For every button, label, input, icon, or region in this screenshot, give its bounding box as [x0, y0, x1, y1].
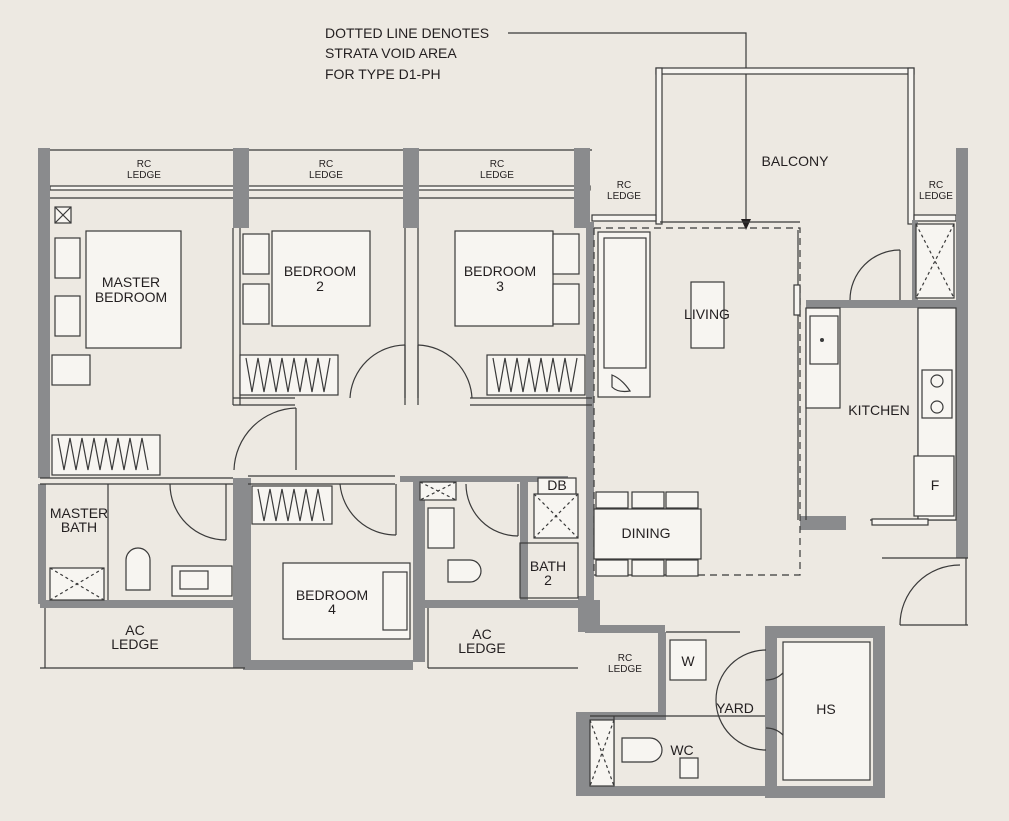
fridge-icon	[913, 455, 955, 517]
bath2-label-2: 2	[544, 572, 552, 588]
note-leader-line	[508, 32, 747, 223]
dining-label: DINING	[622, 525, 671, 541]
rc-ledge-label-2b: LEDGE	[309, 170, 343, 181]
bedroom4-label-2: 4	[328, 601, 336, 617]
wc-shower-icon	[589, 719, 615, 787]
wc-label: WC	[670, 742, 693, 758]
ac-ledge-label-1b: LEDGE	[111, 636, 158, 652]
rc-ledge-label-1b: LEDGE	[127, 170, 161, 181]
wc-toilet-icon	[621, 737, 663, 763]
door-bath2-icon	[465, 483, 519, 537]
door-main-icon	[899, 564, 961, 626]
note-line-3: FOR TYPE D1-PH	[325, 66, 441, 82]
walls	[38, 148, 968, 798]
bath2-label-1: BATH	[530, 558, 566, 574]
strata-void-note: DOTTED LINE DENOTES STRATA VOID AREA FOR…	[325, 25, 751, 230]
master-bath-label-2: BATH	[61, 519, 97, 535]
db-box	[537, 477, 577, 495]
balcony-label: BALCONY	[762, 153, 830, 169]
tv-icon	[793, 284, 801, 316]
rc-ledge-label-6b: LEDGE	[608, 664, 642, 675]
wc-basin-icon	[679, 757, 699, 779]
door-yard-icon	[715, 649, 767, 701]
balcony-area	[655, 67, 915, 225]
ac-ledge-label-1a: AC	[125, 622, 144, 638]
bedroom3-label-2: 3	[496, 278, 504, 294]
bath2-vanity-icon	[427, 507, 455, 549]
rc-ledge-label-2a: RC	[319, 159, 333, 170]
bath2-toilet-icon	[447, 559, 482, 583]
door-master-bath-icon	[169, 483, 227, 541]
bedroom4-label-1: BEDROOM	[296, 587, 368, 603]
room-labels: MASTER BEDROOM BEDROOM 2 BEDROOM 3 BEDRO…	[50, 153, 939, 758]
hs-label: HS	[816, 701, 835, 717]
door-master-icon	[233, 407, 297, 471]
yard-label: YARD	[716, 700, 754, 716]
master-bath-label-1: MASTER	[50, 505, 108, 521]
master-toilet-icon	[125, 547, 151, 591]
rc-ledge-label-3a: RC	[490, 159, 504, 170]
rc-ledge-label-3b: LEDGE	[480, 170, 514, 181]
rc-ledge-label-5a: RC	[929, 180, 943, 191]
rc-ledge-label-5b: LEDGE	[919, 191, 953, 202]
ac-ledge-label-2b: LEDGE	[458, 640, 505, 656]
rc-ledge-label-4b: LEDGE	[607, 191, 641, 202]
door-bedroom4-icon	[339, 483, 397, 536]
washer-box	[669, 639, 707, 681]
bedroom2-label-1: BEDROOM	[284, 263, 356, 279]
rc-ledge-label-1a: RC	[137, 159, 151, 170]
db-label: DB	[547, 477, 566, 493]
dining-table-icon	[593, 508, 702, 560]
master-bed-icon	[85, 230, 182, 349]
note-line-1: DOTTED LINE DENOTES	[325, 25, 489, 41]
rc-ledge-label-4a: RC	[617, 180, 631, 191]
bedroom2-label-2: 2	[316, 278, 324, 294]
fridge-label: F	[931, 477, 940, 493]
hs-room-box	[782, 641, 871, 781]
furniture	[49, 206, 957, 787]
bedroom3-label-1: BEDROOM	[464, 263, 536, 279]
door-bedroom2-icon	[349, 344, 406, 399]
master-wardrobe-icon	[51, 434, 161, 476]
master-bedroom-label-2: BEDROOM	[95, 289, 167, 305]
ac-ledge-label-2a: AC	[472, 626, 491, 642]
coffee-table-icon	[690, 281, 725, 349]
door-bedroom3-icon	[417, 344, 473, 399]
living-label: LIVING	[684, 306, 730, 322]
kitchen-label: KITCHEN	[848, 402, 909, 418]
bed-bedroom2-icon	[271, 230, 371, 327]
master-bedroom-label-1: MASTER	[102, 274, 160, 290]
hob-icon	[921, 369, 953, 419]
bed-bedroom3-icon	[454, 230, 554, 327]
door-kitchen-icon	[849, 249, 901, 301]
rc-ledge-label-6a: RC	[618, 653, 632, 664]
ledge-labels: RC LEDGE RC LEDGE RC LEDGE RC LEDGE RC L…	[111, 159, 953, 675]
note-line-2: STRATA VOID AREA	[325, 45, 457, 61]
washer-label: W	[681, 653, 695, 669]
